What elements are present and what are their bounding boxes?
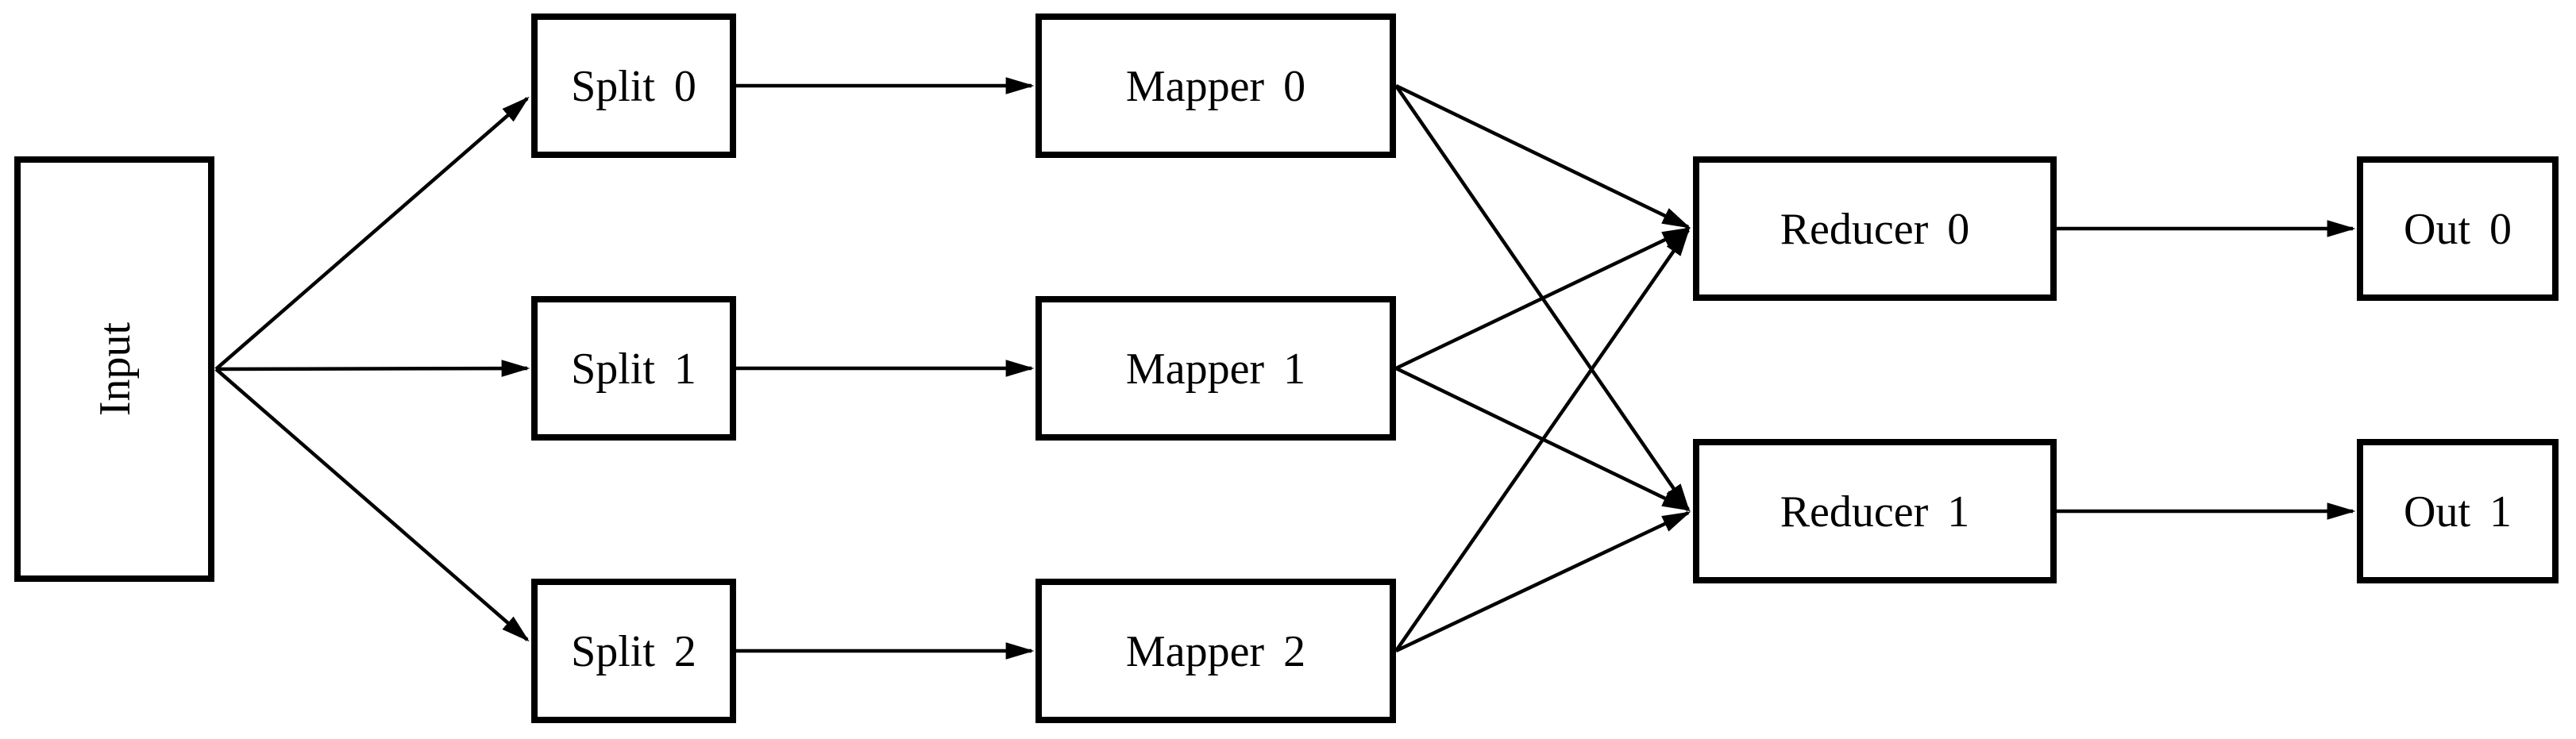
node-input: Input [14, 156, 214, 582]
mapper2-label: Mapper 2 [1126, 627, 1305, 676]
out0-box [2357, 156, 2559, 301]
edge-mapper2-reducer1 [1395, 510, 1691, 653]
out1-label: Out 1 [2404, 487, 2512, 537]
input-label: Input [91, 321, 140, 416]
split1-label: Split 1 [571, 344, 696, 394]
node-out0: Out 0 [2357, 156, 2559, 301]
edges-group [214, 77, 2356, 660]
reducer1-label: Reducer 1 [1780, 487, 1970, 537]
reducer0-label: Reducer 0 [1780, 205, 1970, 254]
split2-box [531, 579, 736, 723]
out0-label: Out 0 [2404, 205, 2512, 254]
split1-box [531, 296, 736, 441]
node-mapper0: Mapper 0 [1035, 13, 1396, 158]
split2-label: Split 2 [571, 627, 696, 676]
edge-input-split1 [215, 360, 530, 377]
node-mapper1: Mapper 1 [1035, 296, 1396, 441]
mapper1-box [1035, 296, 1396, 441]
edge-mapper1-reducer0 [1395, 226, 1691, 371]
reducer1-box [1693, 439, 2057, 583]
input-box [14, 156, 214, 582]
node-mapper2: Mapper 2 [1035, 579, 1396, 723]
edge-input-split2 [214, 368, 530, 642]
reducer0-box [1693, 156, 2057, 301]
edge-mapper2-reducer0 [1394, 228, 1691, 652]
node-split1: Split 1 [531, 296, 736, 441]
node-reducer1: Reducer 1 [1693, 439, 2057, 583]
edge-mapper0-reducer0 [1395, 83, 1691, 229]
node-split2: Split 2 [531, 579, 736, 723]
out1-box [2357, 439, 2559, 583]
mapper0-label: Mapper 0 [1126, 62, 1305, 111]
mapper2-box [1035, 579, 1396, 723]
node-out1: Out 1 [2357, 439, 2559, 583]
edge-input-split0 [214, 96, 530, 371]
split0-box [531, 13, 736, 158]
node-reducer0: Reducer 0 [1693, 156, 2057, 301]
mapper1-label: Mapper 1 [1126, 344, 1305, 394]
mapper0-box [1035, 13, 1396, 158]
split0-label: Split 0 [571, 62, 696, 111]
node-split0: Split 0 [531, 13, 736, 158]
